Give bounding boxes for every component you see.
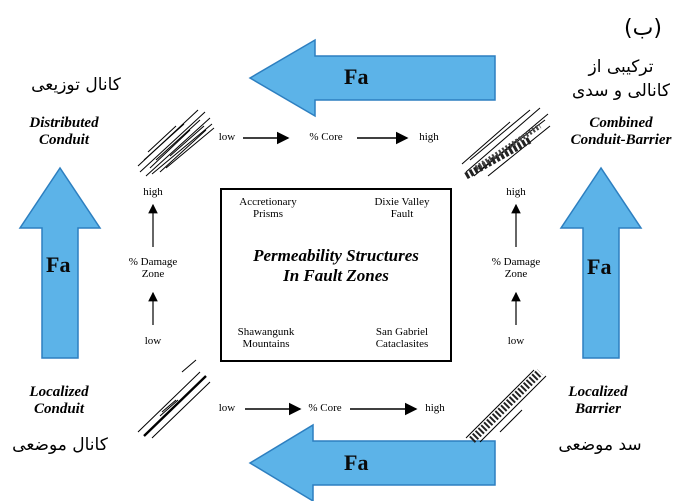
fa-arrow-left xyxy=(18,166,102,359)
box-title-2: In Fault Zones xyxy=(283,266,389,285)
title-conduit-2: Conduit xyxy=(33,401,85,417)
fa-arrow-top xyxy=(248,38,496,118)
title-barrier: Barrier xyxy=(575,401,621,417)
fa-label-right: Fa xyxy=(587,254,612,279)
fa-label-localized-barrier: سد موضعی xyxy=(558,435,642,455)
damage-label-left-1: % Damage xyxy=(128,256,178,268)
title-combined-2: Conduit-Barrier xyxy=(570,132,672,148)
fault-sketch-localized-conduit xyxy=(137,359,211,439)
box-shawangunk-2: Mountains xyxy=(242,338,290,350)
damage-low-right: low xyxy=(507,335,525,347)
core-high-bottom: high xyxy=(425,402,445,414)
box-title: Permeability Structures In Fault Zones xyxy=(222,246,450,286)
box-shawangunk-1: Shawangunk xyxy=(237,326,295,338)
fa-label-left: Fa xyxy=(46,252,71,277)
box-title-1: Permeability Structures xyxy=(253,246,419,265)
damage-label-right-1: % Damage xyxy=(491,256,541,268)
fa-label-bottom: Fa xyxy=(344,450,369,475)
box-accretionary: Accretionary Prisms xyxy=(228,196,308,220)
title-distributed-conduit: Distributed Conduit xyxy=(8,115,120,149)
fault-sketch-combined xyxy=(461,107,551,180)
damage-high-right: high xyxy=(506,186,526,198)
box-san-gabriel-1: San Gabriel xyxy=(375,326,429,338)
title-combined-1: Combined xyxy=(589,115,653,131)
core-low-top: low xyxy=(218,131,236,143)
fault-sketch-distributed xyxy=(137,109,215,177)
fa-label-localized-conduit: کانال موضعی xyxy=(12,435,108,455)
box-dixie-valley-1: Dixie Valley xyxy=(374,196,430,208)
core-label-top: % Core xyxy=(309,131,343,143)
damage-label-left-2: Zone xyxy=(141,268,165,280)
center-box: Accretionary Prisms Dixie Valley Fault P… xyxy=(220,188,452,362)
box-san-gabriel: San Gabriel Cataclasites xyxy=(358,326,446,350)
box-san-gabriel-2: Cataclasites xyxy=(375,338,429,350)
box-accretionary-1: Accretionary xyxy=(239,196,297,208)
fa-label-distributed-conduit: کانال توزیعی xyxy=(31,75,121,95)
box-shawangunk: Shawangunk Mountains xyxy=(226,326,306,350)
damage-low-left: low xyxy=(144,335,162,347)
box-dixie-valley: Dixie Valley Fault xyxy=(362,196,442,220)
damage-label-left: % Damage Zone xyxy=(108,256,198,280)
box-dixie-valley-2: Fault xyxy=(390,208,414,220)
fa-label-top: Fa xyxy=(344,64,369,89)
damage-label-right: % Damage Zone xyxy=(471,256,561,280)
box-accretionary-2: Prisms xyxy=(253,208,283,220)
fa-label-combined-1: ترکیبی از xyxy=(588,57,654,77)
title-conduit: Conduit xyxy=(38,132,90,148)
fa-label-combined-2: کانالی و سدی xyxy=(571,81,671,101)
title-localized-conduit: Localized Conduit xyxy=(4,384,114,418)
core-label-bottom: % Core xyxy=(308,402,342,414)
panel-label: (ب) xyxy=(624,16,662,41)
fault-sketch-localized-barrier xyxy=(465,369,547,443)
title-localized-1: Localized xyxy=(29,384,89,400)
title-distributed: Distributed xyxy=(29,115,99,131)
fa-arrow-bottom xyxy=(248,423,496,501)
damage-high-left: high xyxy=(143,186,163,198)
damage-label-right-2: Zone xyxy=(504,268,528,280)
title-combined: Combined Conduit-Barrier xyxy=(552,115,690,149)
fa-arrow-right xyxy=(559,166,643,359)
title-localized-2: Localized xyxy=(568,384,628,400)
core-low-bottom: low xyxy=(218,402,236,414)
core-high-top: high xyxy=(419,131,439,143)
title-localized-barrier: Localized Barrier xyxy=(548,384,648,418)
